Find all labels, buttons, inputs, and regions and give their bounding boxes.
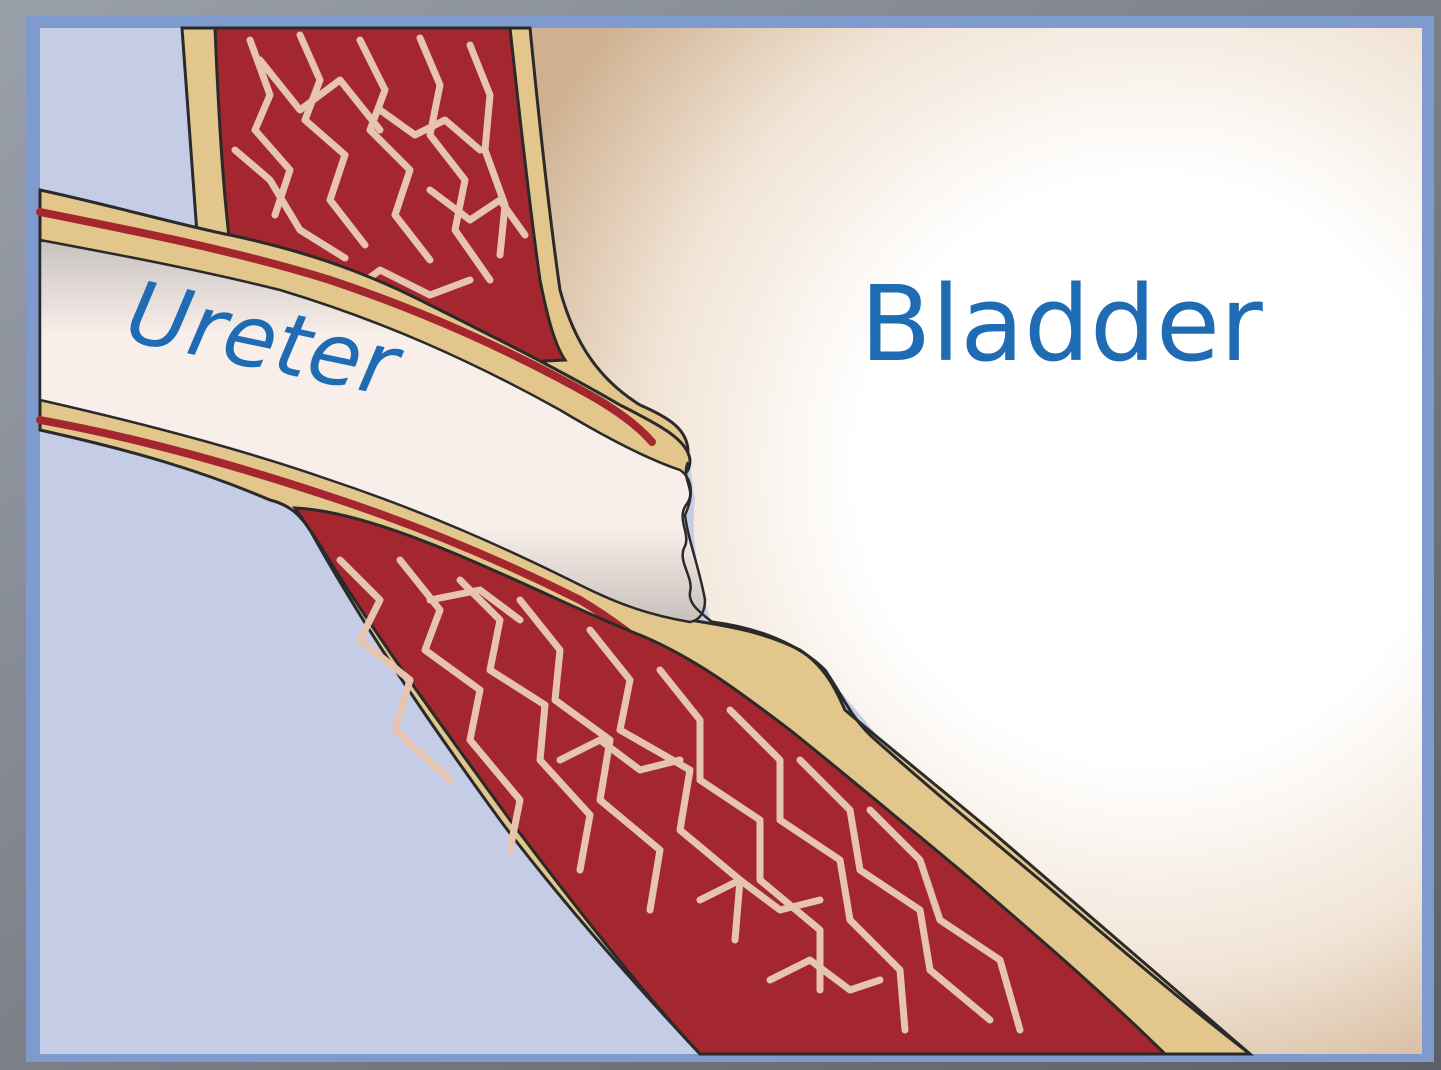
bladder-label: Bladder (860, 263, 1263, 385)
diagram-panel: Ureter Bladder (40, 28, 1422, 1054)
